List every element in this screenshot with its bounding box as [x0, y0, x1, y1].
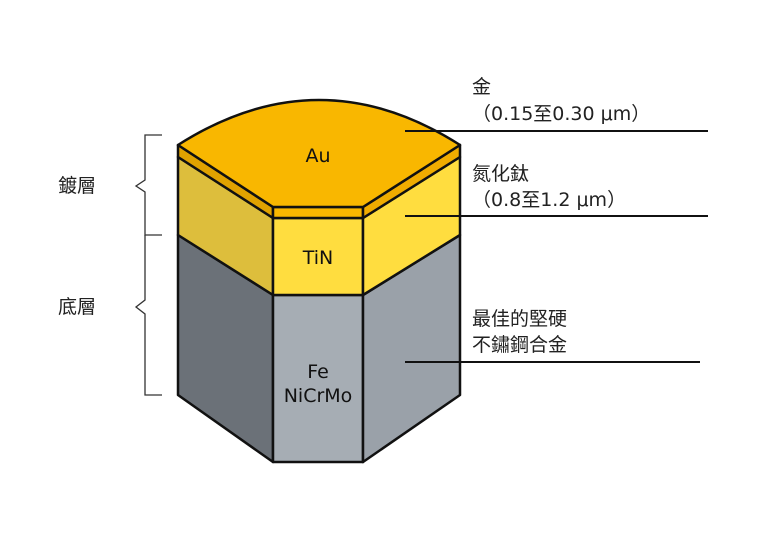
tin-thickness-label: （0.8至1.2 μm）	[472, 189, 626, 211]
tin-name-label: 氮化鈦	[472, 163, 529, 185]
coating-bracket	[134, 134, 162, 236]
base-desc-line1: 最佳的堅硬	[472, 308, 567, 330]
base-symbol-nicrmo: NiCrMo	[284, 385, 353, 407]
base-symbol-fe: Fe	[307, 361, 329, 383]
substrate-label: 底層	[58, 296, 96, 318]
tin-symbol: TiN	[302, 247, 334, 269]
au-front-side	[271, 205, 365, 220]
au-thickness-label: （0.15至0.30 μm）	[472, 103, 650, 125]
substrate-bracket	[134, 235, 162, 396]
base-desc-line2: 不鏽鋼合金	[472, 334, 567, 356]
coating-label: 鍍層	[58, 175, 96, 197]
au-top-face	[176, 98, 462, 209]
au-symbol: Au	[305, 145, 330, 167]
au-name-label: 金	[472, 76, 491, 98]
